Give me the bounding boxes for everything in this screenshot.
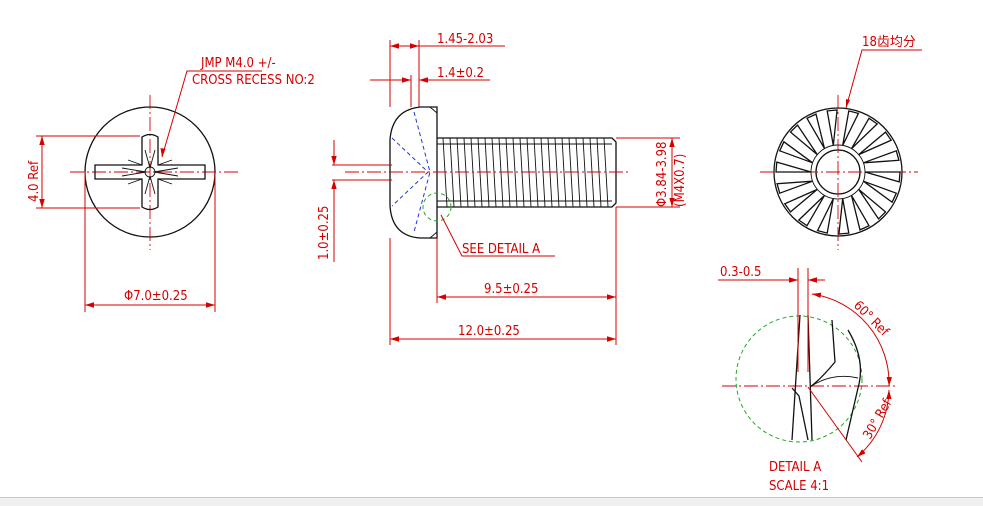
bottom-scrollbar[interactable] [0,497,983,506]
serration-tooth [816,198,834,234]
thread-diameter-label: Φ3.84-3.98 [655,142,670,208]
head-diameter-label: Φ7.0±0.25 [124,289,188,304]
thread-lines [437,137,612,208]
cross-recess [94,133,206,211]
thread-length-label: 9.5±0.25 [484,282,538,297]
recess-depth-label: 1.4±0.2 [437,66,484,81]
serration-tooth [863,180,898,204]
serration-view: 18齿均分 [760,35,922,250]
serration-tooth [806,113,826,149]
serration-tooth [858,188,887,220]
serration-tooth [863,149,900,164]
recess-note-line2: CROSS RECESS NO:2 [192,73,315,88]
angle-60-label: 60° Ref [850,298,892,340]
serration-teeth [775,109,901,235]
serration-tooth [778,140,813,164]
detail-view: 0.3-0.5 60° Ref 30° Ref DETAIL A SCALE 4… [718,265,896,494]
angle-30-label: 30° Ref [860,396,895,442]
screw-head [389,106,438,239]
serration-tooth [775,161,812,173]
detail-gap-label: 0.3-0.5 [720,265,761,280]
recess-dim-label: 4.0 Ref [27,160,42,202]
thread-body [437,137,617,208]
recess-note-line1: JMP M4.0 +/- [200,56,276,71]
serration-tooth [842,110,860,146]
serration-tooth [864,171,901,183]
side-view: 1.45-2.03 1.4±0.2 1.0±0.25 Φ3.84-3.98 (M… [317,32,688,345]
total-length-label: 12.0±0.25 [458,324,520,339]
serration-tooth [838,198,850,235]
head-height-label: 1.45-2.03 [437,32,493,47]
serration-tooth [789,124,818,156]
serration-tooth [776,180,813,195]
detail-callout: SEE DETAIL A [462,242,540,257]
recess-width-label: 1.0±0.25 [317,206,332,260]
serration-tooth [850,117,879,150]
serration-tooth [783,188,818,213]
detail-a-marker [422,192,452,222]
serration-tooth [850,195,870,231]
serration-tooth [826,109,838,146]
thread-spec-label: (M4X0.7) [673,154,688,207]
serration-tooth [858,131,893,156]
detail-scale: SCALE 4:1 [769,479,829,494]
front-view: JMP M4.0 +/- CROSS RECESS NO:2 4.0 Ref Φ… [27,56,315,312]
detail-title: DETAIL A [769,460,821,475]
serration-tooth [797,194,826,227]
serration-label: 18齿均分 [862,35,916,50]
